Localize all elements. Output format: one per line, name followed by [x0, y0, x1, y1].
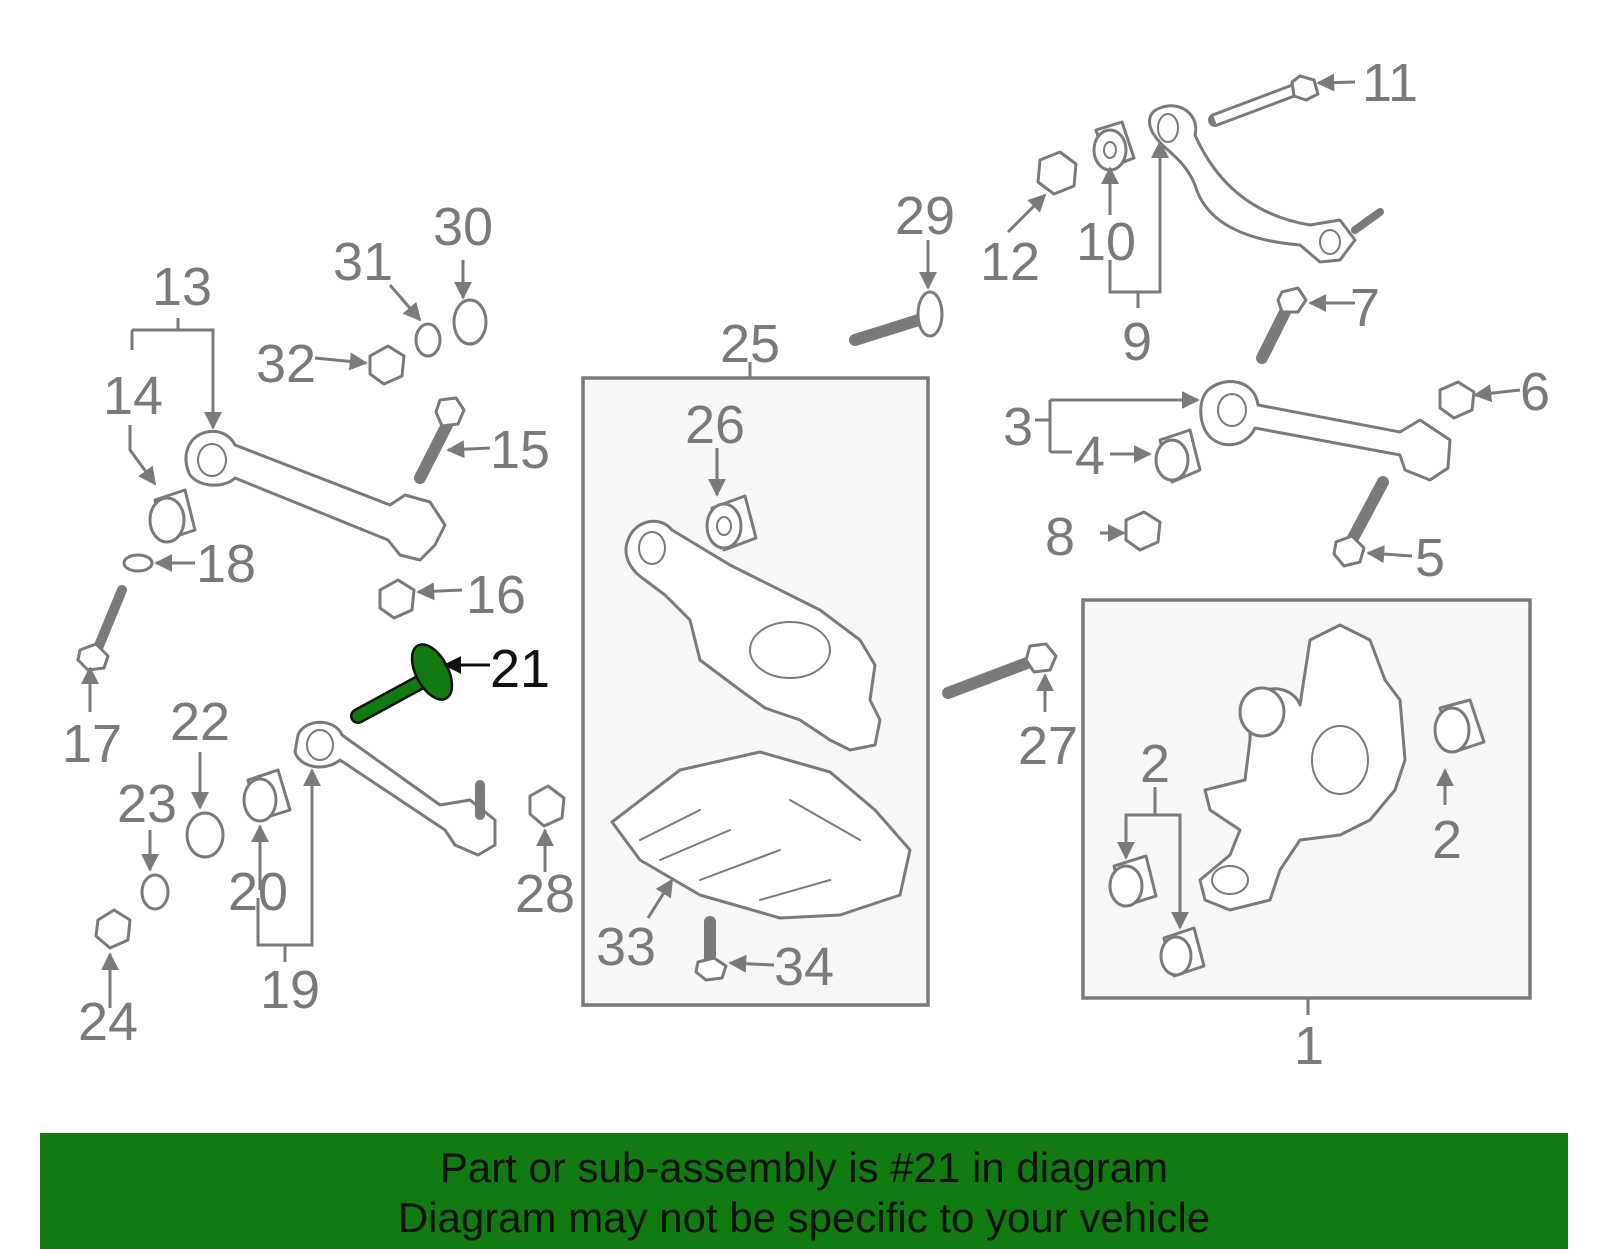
label-33: 33 [596, 917, 656, 977]
part-33-shield[interactable] [610, 750, 912, 920]
part-28-nut[interactable] [528, 784, 566, 828]
label-13: 13 [152, 257, 212, 317]
part-13-toe-link[interactable] [184, 429, 447, 562]
part-11-bolt[interactable] [1208, 74, 1320, 127]
leader-lines [81, 73, 1521, 1015]
part-26-bushing[interactable] [705, 494, 758, 552]
label-16: 16 [466, 565, 526, 625]
part-22-washer[interactable] [185, 811, 225, 859]
label-32: 32 [256, 334, 316, 394]
label-9: 9 [1122, 312, 1152, 372]
part-5-bolt[interactable] [1332, 476, 1389, 568]
part-17-bolt[interactable] [76, 585, 127, 672]
part-4-bushing[interactable] [1154, 428, 1202, 484]
part-10-bushing[interactable] [1092, 120, 1136, 172]
label-27: 27 [1018, 716, 1078, 776]
label-26: 26 [685, 395, 745, 455]
label-29: 29 [895, 186, 955, 246]
label-19: 19 [260, 960, 320, 1020]
label-22: 22 [170, 692, 230, 752]
part-labels: 11 12 10 9 7 6 3 4 8 5 29 25 26 33 34 27… [62, 53, 1550, 1076]
part-32-nut[interactable] [368, 344, 406, 386]
label-10: 10 [1076, 212, 1136, 272]
part-9-upper-arm[interactable] [1148, 104, 1357, 264]
part-30-washer[interactable] [452, 298, 488, 346]
info-banner: Part or sub-assembly is #21 in diagram D… [40, 1133, 1568, 1249]
part-16-nut[interactable] [378, 578, 416, 620]
part-12-nut[interactable] [1036, 150, 1078, 196]
part-23-washer[interactable] [140, 873, 170, 911]
label-31: 31 [333, 232, 393, 292]
label-21: 21 [490, 639, 550, 699]
part-1-knuckle[interactable] [1198, 623, 1407, 912]
label-25: 25 [720, 314, 780, 374]
label-23: 23 [117, 774, 177, 834]
label-7: 7 [1350, 278, 1380, 338]
part-34-bolt[interactable] [694, 916, 728, 982]
banner-line-part: Part or sub-assembly is #21 in diagram [439, 1144, 1169, 1191]
part-2-bushing-right[interactable] [1433, 698, 1486, 754]
part-25-lower-control-arm[interactable] [624, 519, 882, 752]
part-19-lower-link[interactable] [293, 720, 497, 857]
part-6-nut[interactable] [1438, 380, 1476, 420]
label-8: 8 [1045, 507, 1075, 567]
label-28: 28 [515, 864, 575, 924]
label-12: 12 [980, 232, 1040, 292]
part-14-bushing[interactable] [148, 488, 197, 544]
label-2-right: 2 [1432, 810, 1462, 870]
part-29-bolt[interactable] [849, 290, 944, 346]
label-17: 17 [62, 714, 122, 774]
label-34: 34 [774, 937, 834, 997]
part-2-bushing-left-upper[interactable] [1108, 854, 1158, 908]
part-8-nut[interactable] [1124, 510, 1162, 552]
label-2-left: 2 [1140, 734, 1170, 794]
label-6: 6 [1520, 362, 1550, 422]
part-20-bushing[interactable] [242, 768, 292, 823]
part-3-lateral-arm[interactable] [1199, 380, 1452, 482]
part-21-bolt-highlighted[interactable] [350, 638, 460, 724]
part-27-bolt[interactable] [942, 642, 1058, 699]
label-18: 18 [196, 534, 256, 594]
label-14: 14 [103, 366, 163, 426]
label-15: 15 [490, 420, 550, 480]
label-4: 4 [1075, 426, 1105, 486]
part-24-nut[interactable] [94, 908, 132, 950]
part-18-washer[interactable] [122, 553, 154, 573]
label-5: 5 [1415, 528, 1445, 588]
label-30: 30 [433, 197, 493, 257]
banner-line-disclaimer: Diagram may not be specific to your vehi… [397, 1194, 1211, 1241]
label-20: 20 [228, 862, 288, 922]
label-3: 3 [1003, 397, 1033, 457]
part-15-bolt[interactable] [414, 396, 466, 484]
part-31-washer[interactable] [414, 322, 442, 358]
part-7-bolt[interactable] [1256, 286, 1308, 364]
label-24: 24 [78, 992, 138, 1052]
label-1: 1 [1294, 1016, 1324, 1076]
label-11: 11 [1362, 53, 1418, 113]
part-2-bushing-left-lower[interactable] [1159, 926, 1206, 978]
